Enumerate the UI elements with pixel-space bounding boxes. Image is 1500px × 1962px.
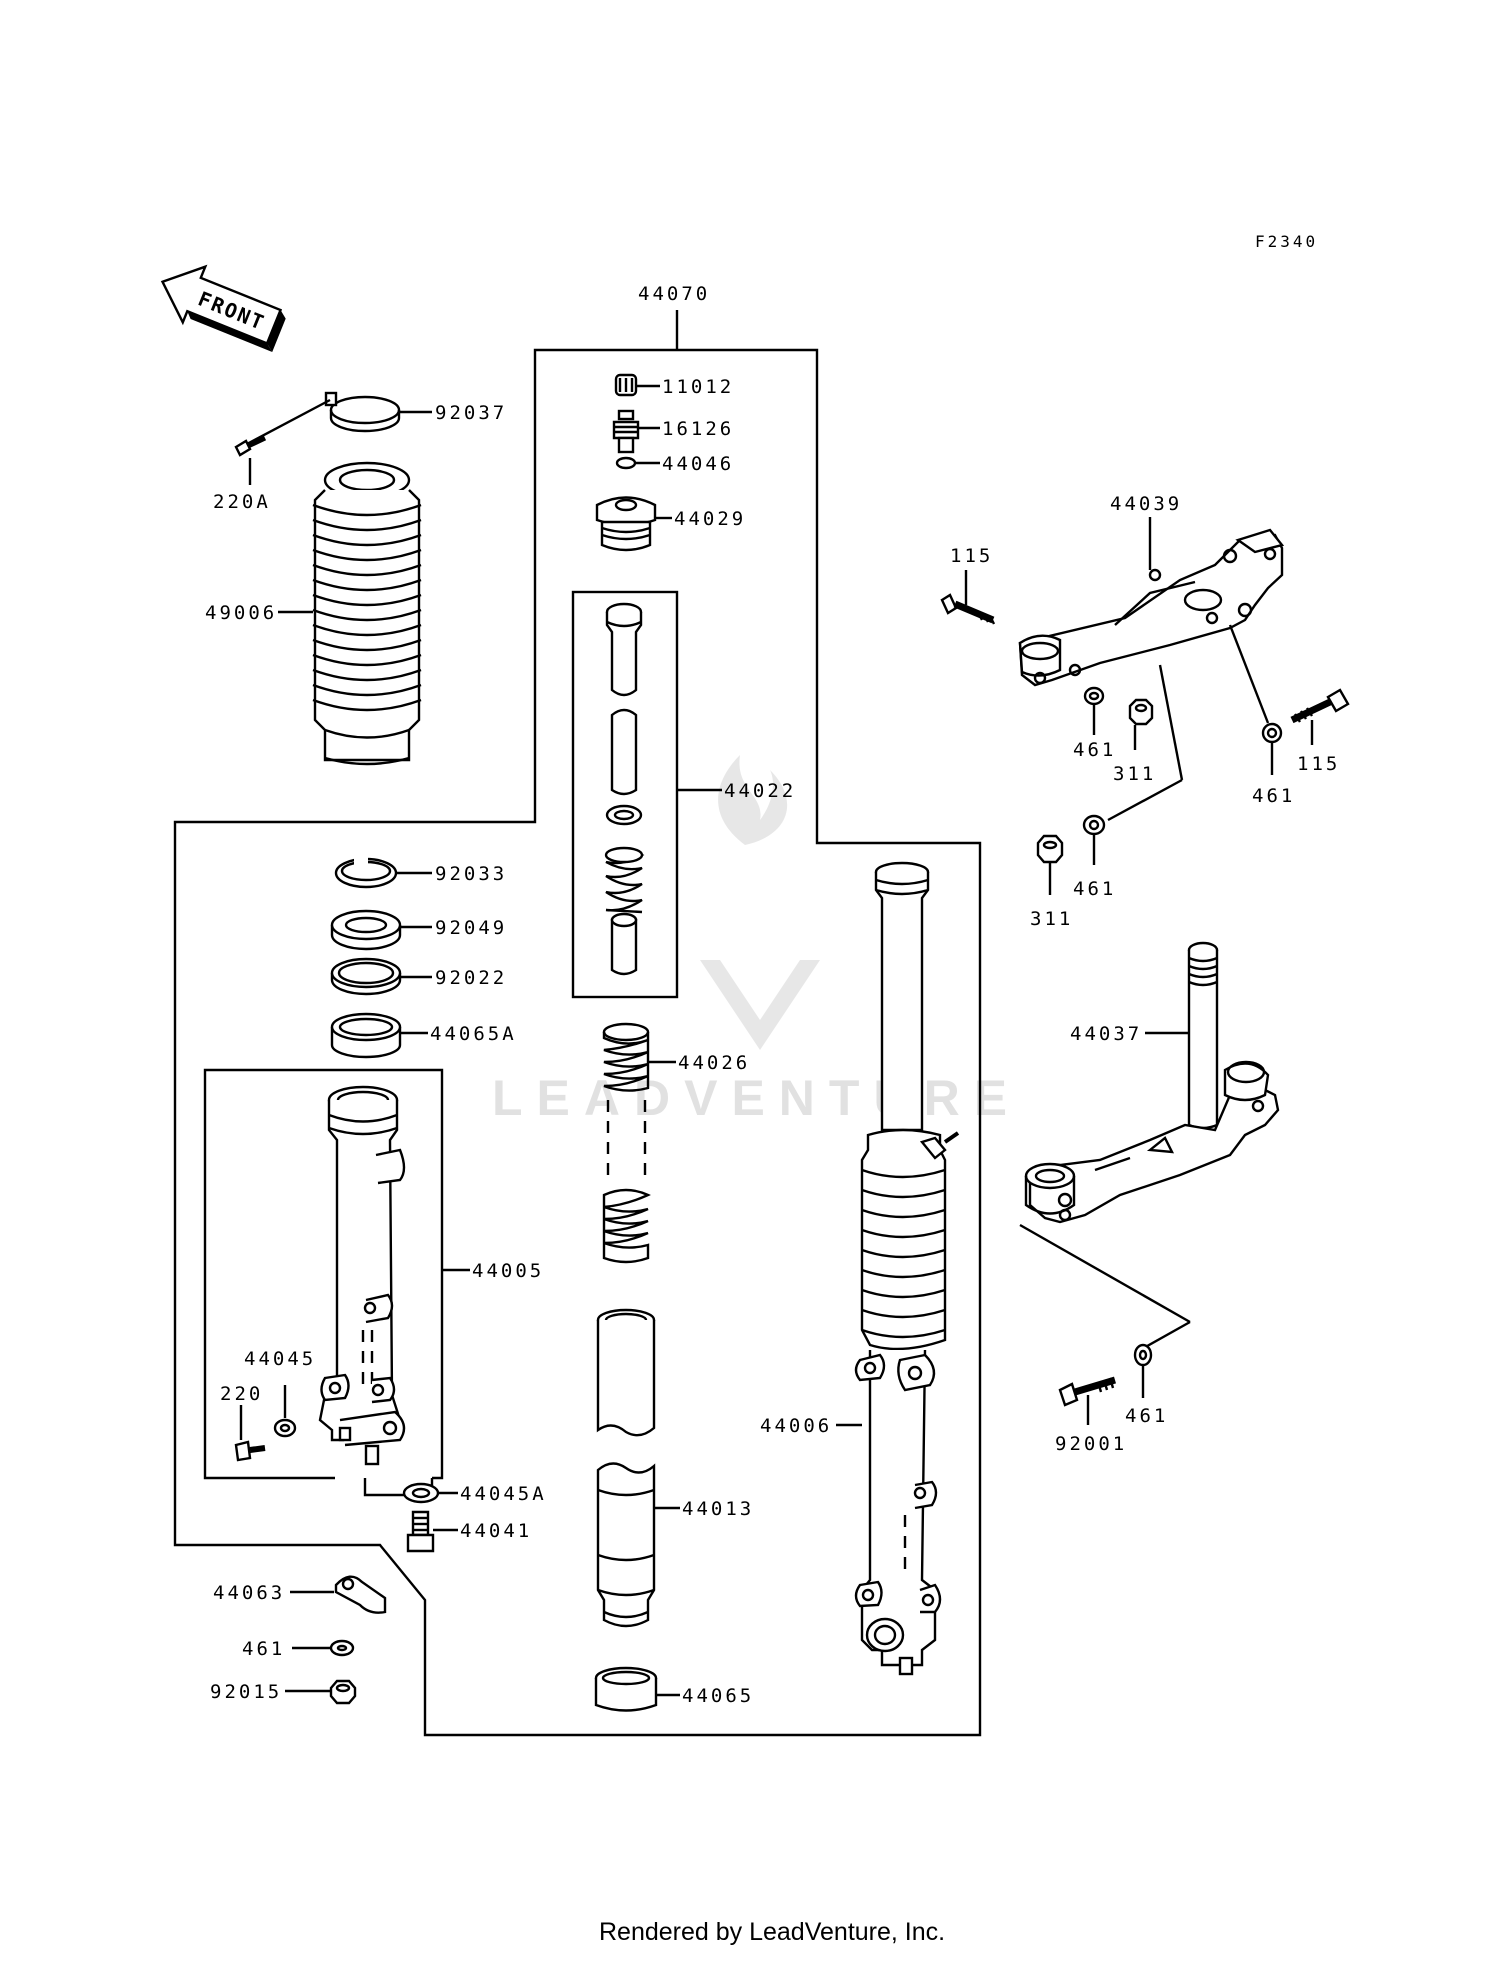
label-44070: 44070 [638, 283, 710, 305]
label-44039: 44039 [1110, 493, 1182, 515]
fork-cap-bolt-44029 [595, 496, 657, 552]
label-311-b: 311 [1030, 908, 1073, 930]
fork-spring-44026 [602, 1022, 651, 1264]
label-44013: 44013 [682, 1498, 754, 1520]
washer-44045 [273, 1418, 297, 1438]
label-44006: 44006 [760, 1415, 832, 1437]
nut-92015 [329, 1679, 357, 1705]
front-arrow-icon: FRONT [160, 264, 286, 352]
label-461-a: 461 [1073, 739, 1116, 761]
label-92049: 92049 [435, 917, 507, 939]
axle-clamp-44063 [334, 1575, 387, 1614]
label-44022: 44022 [724, 780, 796, 802]
label-44065: 44065 [682, 1685, 754, 1707]
label-44029: 44029 [674, 508, 746, 530]
screw-220 [234, 1440, 266, 1462]
air-valve-16126 [612, 409, 640, 454]
label-461-left: 461 [242, 1638, 285, 1660]
label-44065A: 44065A [430, 1023, 517, 1045]
label-115-top: 115 [950, 545, 993, 567]
washer-461-d [1133, 1343, 1153, 1367]
label-115-right: 115 [1297, 753, 1340, 775]
washer-461-left [329, 1639, 355, 1657]
label-44037: 44037 [1070, 1023, 1142, 1045]
label-44046: 44046 [662, 453, 734, 475]
valve-cap-11012 [614, 373, 638, 397]
washer-461-b [1261, 722, 1283, 744]
label-16126: 16126 [662, 418, 734, 440]
label-44045A: 44045A [460, 1483, 547, 1505]
damper-rod-44022 [604, 602, 645, 976]
fork-boot-49006 [312, 461, 422, 766]
label-92033: 92033 [435, 863, 507, 885]
label-44041: 44041 [460, 1520, 532, 1542]
label-92001: 92001 [1055, 1433, 1127, 1455]
label-44026: 44026 [678, 1052, 750, 1074]
gasket-44045A [402, 1482, 440, 1504]
label-220: 220 [220, 1383, 263, 1405]
circlip-92033 [334, 856, 398, 889]
bolt-92001 [1058, 1376, 1117, 1407]
screw-220A [234, 398, 331, 457]
steering-stem-44037 [1024, 941, 1280, 1224]
outer-tube-44005 [318, 1085, 406, 1466]
upper-bracket-44039 [1018, 528, 1285, 687]
bolt-44041 [406, 1510, 435, 1553]
bolt-115-top [940, 593, 996, 625]
leadventure-logo-watermark [700, 755, 820, 1050]
bushing-44065A [330, 1012, 402, 1059]
label-311-a: 311 [1113, 763, 1156, 785]
label-92022: 92022 [435, 967, 507, 989]
subassembly-box-44022 [571, 590, 679, 999]
assembly-outline-44070 [173, 348, 982, 1737]
label-461-b: 461 [1252, 785, 1295, 807]
nut-311-b [1036, 834, 1064, 864]
label-49006: 49006 [205, 602, 277, 624]
label-44045: 44045 [244, 1348, 316, 1370]
nut-311-a [1128, 698, 1154, 726]
label-461-d: 461 [1125, 1405, 1168, 1427]
label-220A: 220A [213, 491, 271, 513]
washer-461-c [1082, 814, 1106, 836]
label-44063: 44063 [213, 1582, 285, 1604]
washer-461-a [1083, 686, 1105, 706]
inner-tube-44013 [596, 1308, 656, 1628]
o-ring-44046 [615, 456, 637, 470]
footer-credit: Rendered by LeadVenture, Inc. [599, 1918, 945, 1946]
label-92015: 92015 [210, 1681, 282, 1703]
oil-seal-92049 [330, 909, 402, 951]
bushing-44065 [594, 1666, 658, 1712]
fork-assembly-44006 [854, 861, 960, 1676]
watermark-text: LEADVENTURE [492, 1070, 1021, 1126]
bolt-115-right [1290, 688, 1350, 724]
label-92037: 92037 [435, 402, 507, 424]
label-11012: 11012 [662, 376, 734, 398]
label-44005: 44005 [472, 1260, 544, 1282]
washer-92022 [330, 957, 402, 996]
clamp-ring-92037 [324, 391, 401, 433]
diagram-code: F2340 [1255, 232, 1318, 251]
label-461-c: 461 [1073, 878, 1116, 900]
